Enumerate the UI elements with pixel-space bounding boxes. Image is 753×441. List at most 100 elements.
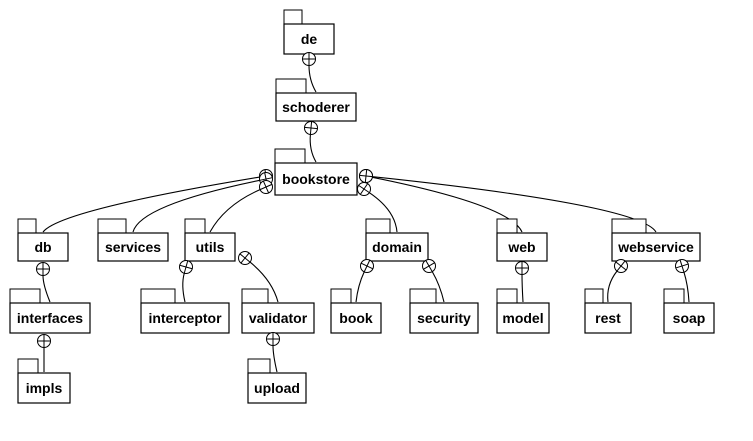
containment-marker-interfaces-impls (37, 334, 51, 348)
containment-edge-bookstore-domain (369, 192, 398, 233)
package-label-utils: utils (196, 239, 225, 255)
package-label-upload: upload (254, 380, 300, 396)
package-label-book: book (339, 310, 373, 326)
package-impls: impls (17, 358, 71, 404)
package-validator: validator (241, 288, 315, 334)
package-model: model (496, 288, 550, 334)
package-body (274, 162, 358, 196)
package-security: security (409, 288, 479, 334)
package-body (97, 232, 169, 262)
package-label-services: services (105, 239, 161, 255)
package-tab (275, 78, 307, 94)
package-label-web: web (507, 239, 535, 255)
package-body (241, 302, 315, 334)
containment-marker-webservice-soap (675, 259, 689, 273)
containment-edge-utils-interceptor (182, 273, 186, 303)
package-tab (611, 218, 647, 234)
package-label-security: security (417, 310, 471, 326)
package-body (247, 372, 307, 404)
containment-edge-bookstore-webservice (372, 176, 657, 233)
package-tab (409, 288, 437, 304)
containment-marker-domain-book (360, 259, 374, 273)
containment-edge-domain-security (431, 271, 445, 303)
package-soap: soap (663, 288, 715, 334)
package-tab (365, 218, 391, 234)
containment-edge-webservice-rest (607, 270, 618, 303)
package-body (584, 302, 632, 334)
containment-edge-bookstore-services (132, 179, 260, 233)
containment-edges (42, 65, 690, 373)
package-body (496, 232, 548, 262)
package-webservice: webservice (611, 218, 701, 262)
package-tab (97, 218, 127, 234)
package-utils: utils (184, 218, 236, 262)
package-domain: domain (365, 218, 429, 262)
package-label-interfaces: interfaces (17, 310, 83, 326)
package-label-rest: rest (595, 310, 621, 326)
package-tab (140, 288, 176, 304)
containment-edge-utils-validator (249, 261, 279, 303)
package-interceptor: interceptor (140, 288, 230, 334)
package-tab (496, 218, 518, 234)
package-tab (330, 288, 352, 304)
package-body (140, 302, 230, 334)
containment-marker-bookstore-utils (259, 180, 273, 194)
containment-edge-webservice-soap (683, 272, 690, 303)
package-label-model: model (502, 310, 543, 326)
package-label-interceptor: interceptor (148, 310, 222, 326)
containment-edge-domain-book (355, 271, 365, 303)
containment-marker-bookstore-webservice (359, 169, 373, 183)
package-body (611, 232, 701, 262)
containment-edge-bookstore-db (42, 176, 260, 233)
containment-marker-validator-upload (266, 332, 280, 346)
package-label-impls: impls (26, 380, 63, 396)
containment-marker-domain-security (422, 259, 436, 273)
package-tab (496, 288, 518, 304)
containment-marker-webservice-rest (614, 259, 628, 273)
package-de: de (283, 9, 335, 55)
package-body (663, 302, 715, 334)
package-body (184, 232, 236, 262)
package-body (496, 302, 550, 334)
package-tab (584, 288, 604, 304)
package-body (283, 23, 335, 55)
package-upload: upload (247, 358, 307, 404)
packages: de schoderer bookstore db services utils domai… (9, 9, 715, 404)
package-tab (663, 288, 685, 304)
containment-edge-schoderer-bookstore (309, 134, 317, 163)
containment-edge-bookstore-utils (209, 189, 261, 233)
package-tab (17, 358, 39, 374)
package-label-domain: domain (372, 239, 422, 255)
package-label-de: de (301, 31, 318, 47)
package-body (17, 372, 71, 404)
package-web: web (496, 218, 548, 262)
containment-edge-validator-upload (272, 345, 278, 373)
package-rest: rest (584, 288, 632, 334)
containment-marker-db-interfaces (36, 262, 50, 276)
containment-marker-de-schoderer (302, 52, 316, 66)
package-body (17, 232, 69, 262)
package-label-soap: soap (673, 310, 706, 326)
containment-edge-web-model (521, 274, 524, 303)
package-body (330, 302, 382, 334)
package-body (365, 232, 429, 262)
package-tab (283, 9, 303, 25)
package-tab (9, 288, 41, 304)
package-label-webservice: webservice (617, 239, 694, 255)
package-tab (17, 218, 37, 234)
containment-edge-de-schoderer (308, 65, 317, 93)
containment-marker-utils-validator (238, 251, 252, 265)
package-label-bookstore: bookstore (282, 171, 350, 187)
package-label-validator: validator (249, 310, 308, 326)
containment-marker-utils-interceptor (179, 260, 193, 274)
package-schoderer: schoderer (275, 78, 357, 122)
package-body (275, 92, 357, 122)
package-book: book (330, 288, 382, 334)
package-body (409, 302, 479, 334)
package-db: db (17, 218, 69, 262)
containment-marker-web-model (515, 261, 529, 275)
package-tab (241, 288, 269, 304)
package-interfaces: interfaces (9, 288, 91, 334)
package-services: services (97, 218, 169, 262)
